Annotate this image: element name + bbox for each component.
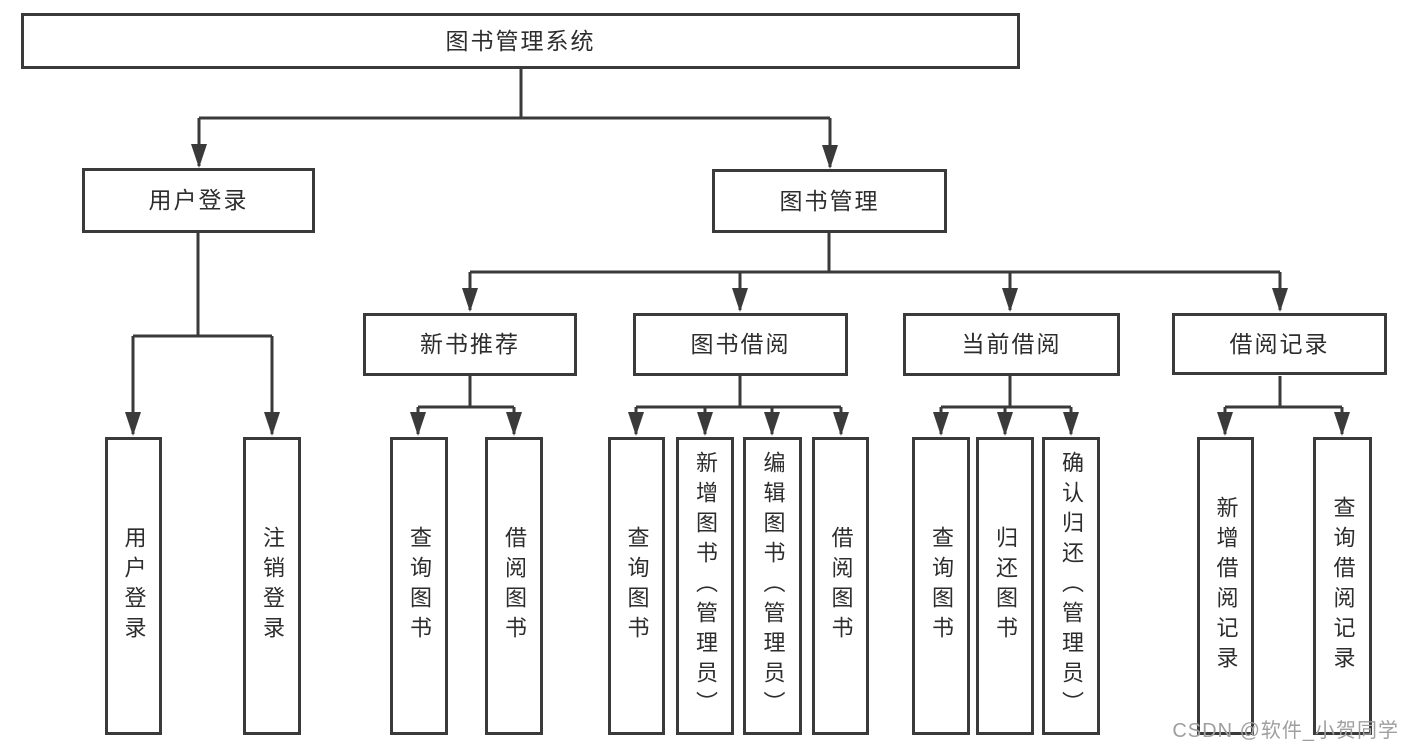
node-library-system: 图书管理系统 — [21, 13, 1020, 69]
leaf-return-books: 归还图书 — [976, 437, 1034, 735]
leaf-query-books-current: 查询图书 — [912, 437, 970, 735]
node-book-borrowing: 图书借阅 — [633, 313, 848, 376]
node-borrowing-records: 借阅记录 — [1172, 313, 1387, 375]
connector-root-to-level2 — [191, 68, 838, 169]
leaf-borrow-books-recommend: 借阅图书 — [485, 437, 543, 735]
node-new-book-recommend: 新书推荐 — [363, 313, 577, 376]
connector-userlogin-to-leaves — [125, 233, 280, 436]
leaf-add-borrow-record: 新增借阅记录 — [1197, 437, 1254, 735]
connector-records-to-leaves — [1217, 376, 1350, 436]
leaf-query-books-borrowing: 查询图书 — [608, 437, 665, 735]
node-user-login: 用户登录 — [82, 168, 315, 233]
csdn-watermark: CSDN @软件_小贺同学 — [1172, 720, 1399, 742]
leaf-add-book-admin: 新增图书（管理员） — [676, 437, 734, 735]
connector-bookmgmt-to-level3 — [462, 233, 1288, 312]
leaf-query-books-recommend: 查询图书 — [390, 437, 448, 735]
leaf-query-borrow-record: 查询借阅记录 — [1313, 437, 1372, 735]
leaf-borrow-books-borrowing: 借阅图书 — [812, 437, 869, 735]
leaf-confirm-return-admin: 确认归还（管理员） — [1042, 437, 1100, 735]
leaf-edit-book-admin: 编辑图书（管理员） — [743, 437, 802, 735]
connector-borrowing-to-leaves — [628, 376, 849, 436]
node-book-management: 图书管理 — [712, 169, 947, 233]
connector-current-to-leaves — [933, 376, 1079, 436]
node-current-borrowing: 当前借阅 — [903, 313, 1120, 376]
leaf-user-login: 用户登录 — [105, 437, 162, 735]
leaf-logout-login: 注销登录 — [243, 437, 301, 735]
connector-newrec-to-leaves — [410, 376, 522, 436]
